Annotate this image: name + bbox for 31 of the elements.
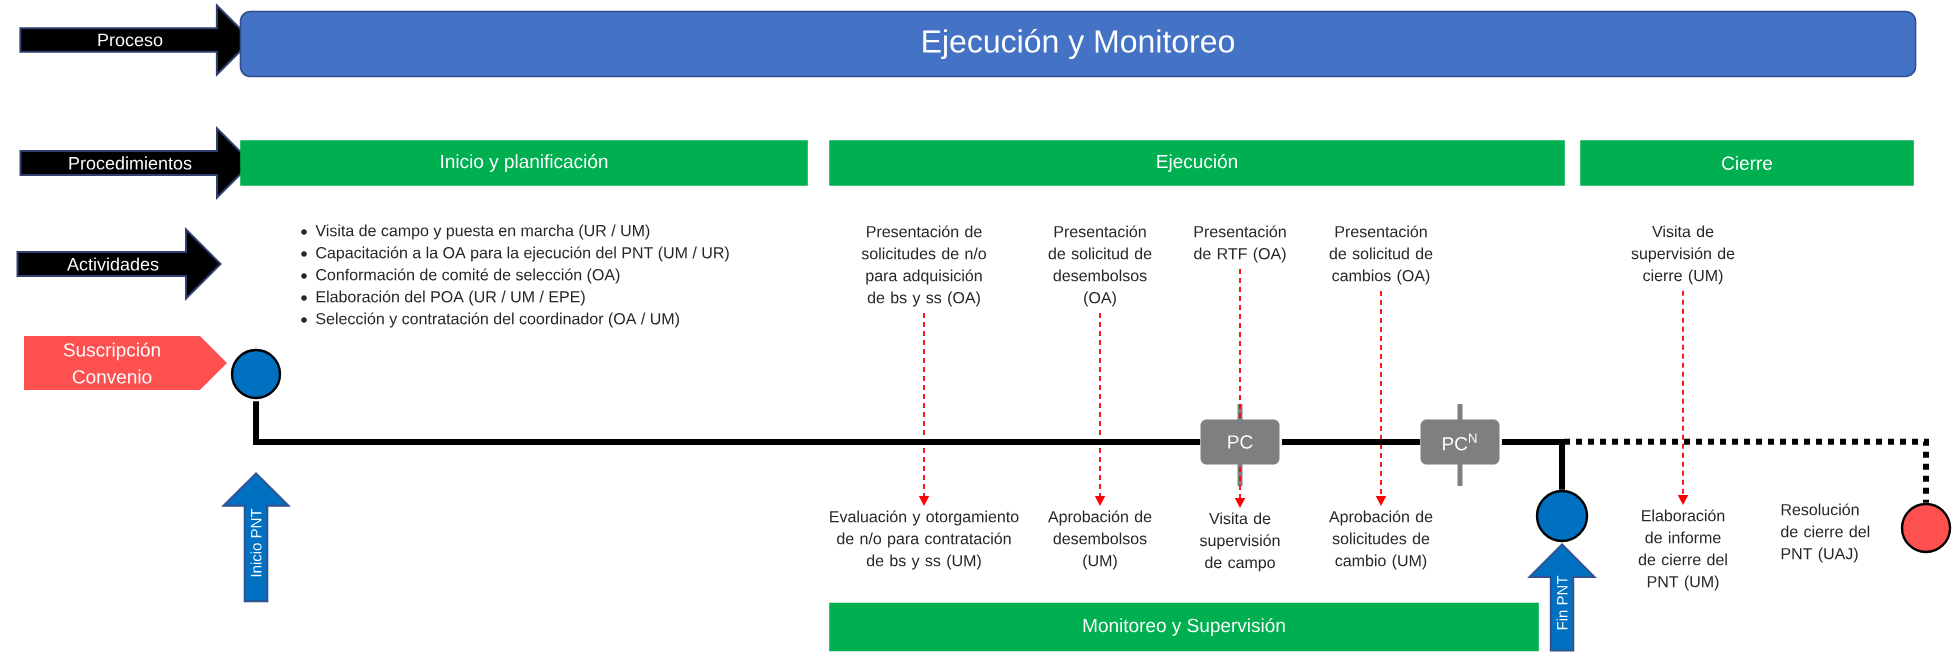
end-circle bbox=[1900, 502, 1952, 554]
result-text: Aprobación de solicitudes de cambio (UM) bbox=[1329, 510, 1433, 570]
milestone-circle bbox=[230, 348, 282, 400]
milestone-circle bbox=[1535, 489, 1589, 543]
dotted-line bbox=[1559, 438, 1929, 503]
checkpoint-box: PC bbox=[1200, 404, 1280, 486]
list-item: Visita de campo y puesta en marcha (UR / UM) bbox=[301, 224, 650, 240]
list-item: Elaboración del POA (UR / UM / EPE) bbox=[301, 290, 585, 306]
phase-bar: Cierre bbox=[1580, 140, 1914, 186]
result-text: Evaluación y otorgamiento de n/o para contratación de bs y ss (UM) bbox=[830, 510, 1019, 570]
activity-text: Presentación de solicitud de cambios (OA) bbox=[1329, 225, 1433, 285]
phase-bar: Monitoreo y Supervisión bbox=[829, 602, 1539, 652]
list-item: Conformación de comité de selección (OA) bbox=[301, 268, 620, 284]
checkpoint-box: PC$^{N}$ bbox=[1420, 404, 1500, 486]
activity-text: Visita de supervisión de cierre (UM) bbox=[1631, 225, 1735, 285]
timeline bbox=[1281, 439, 1421, 445]
result-text: Visita de supervisión de campo bbox=[1200, 512, 1280, 572]
result-text: Aprobación de desembolsos (UM) bbox=[1048, 510, 1152, 570]
phase-bar: Ejecución bbox=[829, 140, 1565, 186]
pentagon-tag: Suscripción Convenio bbox=[24, 336, 227, 390]
caption-text: Resolución de cierre del PNT (UAJ) bbox=[1781, 503, 1870, 563]
activity-text: Presentación de solicitud de desembolsos (OA) bbox=[1048, 225, 1152, 307]
list-item: Selección y contratación del coordinador (OA / UM) bbox=[301, 312, 679, 328]
list-item: Capacitación a la OA para la ejecución del PNT (UM / UR) bbox=[301, 246, 729, 262]
result-text: Elaboración de informe de cierre del PNT (UM) bbox=[1638, 509, 1727, 591]
activity-text: Presentación de RTF (OA) bbox=[1194, 225, 1286, 263]
phase-bar: Inicio y planificación bbox=[240, 140, 808, 186]
timeline bbox=[1501, 439, 1565, 490]
activity-text: Presentación de solicitudes de n/o para adquisición de bs y ss (OA) bbox=[861, 225, 986, 307]
timeline bbox=[253, 401, 1201, 445]
title-banner: Ejecución y Monitoreo bbox=[239, 10, 1917, 78]
